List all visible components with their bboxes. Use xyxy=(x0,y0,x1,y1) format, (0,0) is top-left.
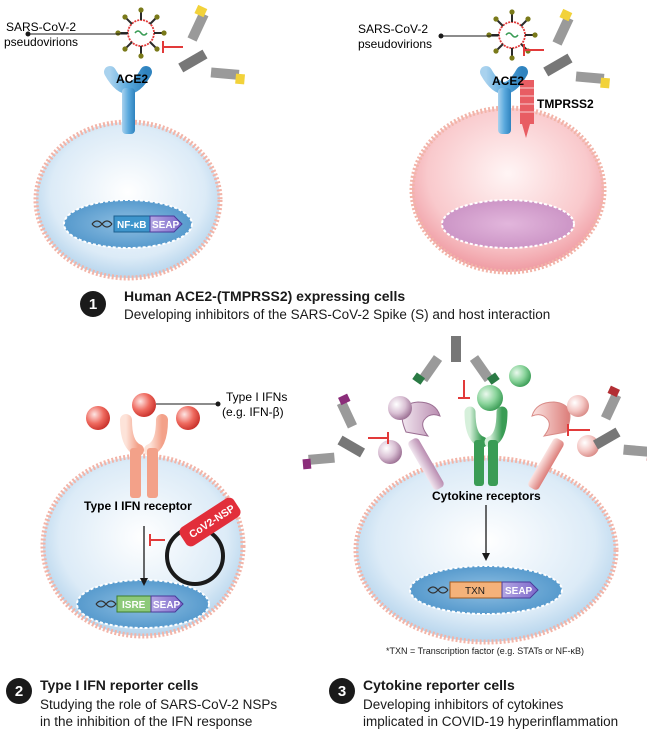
cytokine-ligand xyxy=(509,365,531,387)
virion-left xyxy=(115,7,167,59)
step-number-1: 1 xyxy=(80,291,106,317)
antibody-icon xyxy=(302,393,366,470)
txn-seap-construct xyxy=(449,581,539,599)
label-isre: ISRE xyxy=(122,600,146,611)
antibody-icon xyxy=(178,4,245,85)
step-number-2: 2 xyxy=(6,678,32,704)
ifn-ligand xyxy=(132,393,156,417)
panel3-description-1: Developing inhibitors of cytokines xyxy=(363,697,564,712)
ifn-ligand xyxy=(176,406,200,430)
label-cytokine-receptors: Cytokine receptors xyxy=(432,489,541,503)
label-type1-ifns: Type I IFNs xyxy=(226,390,287,404)
ifn-ligand xyxy=(86,406,110,430)
label-ifn-beta: (e.g. IFN-β) xyxy=(222,405,284,419)
panel2-description-1: Studying the role of SARS-CoV-2 NSPs xyxy=(40,697,278,712)
step-number-3: 3 xyxy=(329,678,355,704)
panel3-title: Cytokine reporter cells xyxy=(363,677,515,693)
inhibition-mark xyxy=(458,380,470,399)
panel1-right-cell xyxy=(409,105,607,275)
antibody-icon xyxy=(543,8,610,89)
panel2-description-2: in the inhibition of the IFN response xyxy=(40,714,253,729)
label-seap-1: SEAP xyxy=(152,220,180,231)
label-pseudovirions-right-2: pseudovirions xyxy=(358,37,432,51)
label-pseudovirions-right-1: SARS-CoV-2 xyxy=(358,22,428,36)
cytokine-ligand xyxy=(388,396,412,420)
label-seap-3: SEAP xyxy=(505,586,533,597)
inhibition-mark xyxy=(567,424,590,436)
nfkb-seap-construct xyxy=(113,215,183,233)
txn-footnote: *TXN = Transcription factor (e.g. STATs … xyxy=(386,646,584,656)
cytokine-ligand xyxy=(378,440,402,464)
isre-seap-construct xyxy=(116,595,184,613)
label-txn: TXN xyxy=(465,586,485,597)
panel3-description-2: implicated in COVID-19 hyperinflammation xyxy=(363,714,619,729)
label-pseudovirions-left-1: SARS-CoV-2 xyxy=(6,20,76,34)
label-ace2-right: ACE2 xyxy=(492,74,524,88)
cov2-nsp-tag xyxy=(179,497,241,547)
ace2-receptor-left xyxy=(104,66,152,134)
tmprss2-protease xyxy=(520,80,534,138)
cytokine-receptor-green xyxy=(464,406,508,486)
panel1-description: Developing inhibitors of the SARS-CoV-2 … xyxy=(124,307,551,322)
virion-right xyxy=(486,9,538,61)
ifn-receptor xyxy=(120,414,168,498)
inhibition-mark xyxy=(523,44,544,56)
panel1-title: Human ACE2-(TMPRSS2) expressing cells xyxy=(124,288,406,304)
antibody-icon xyxy=(592,385,647,462)
cytokine-ligand xyxy=(567,395,589,417)
label-ace2-left: ACE2 xyxy=(116,72,148,86)
inhibition-mark xyxy=(162,41,183,53)
antibody-icon xyxy=(412,336,500,385)
label-nfkb: NF-κB xyxy=(117,220,146,231)
panel2-cell xyxy=(40,453,246,639)
panel2-title: Type I IFN reporter cells xyxy=(40,677,199,693)
inhibition-mark xyxy=(368,432,389,444)
cytokine-ligand xyxy=(477,385,503,411)
label-seap-2: SEAP xyxy=(153,600,181,611)
panel1-left-cell xyxy=(33,119,223,281)
label-pseudovirions-left-2: pseudovirions xyxy=(4,35,78,49)
cytokine-ligand xyxy=(577,435,599,457)
cytokine-receptor-pink xyxy=(528,401,571,490)
label-ifn-receptor: Type I IFN receptor xyxy=(84,499,192,513)
ace2-receptor-right xyxy=(480,66,528,134)
label-tmprss2: TMPRSS2 xyxy=(537,97,594,111)
